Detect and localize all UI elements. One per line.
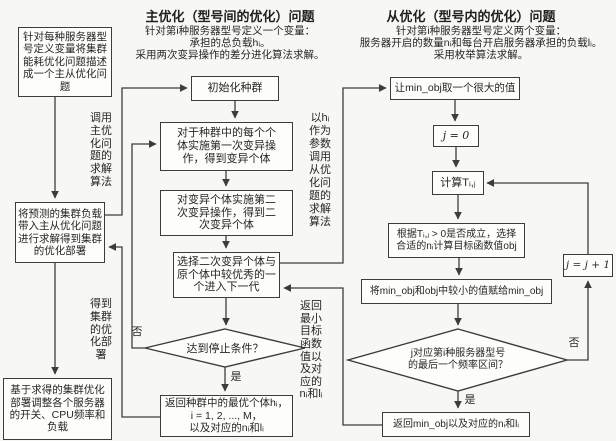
slave-opt-title: 从优化（型号内的优化）问题 (386, 9, 556, 24)
arrow-call-slave-solver (280, 84, 387, 264)
label-no-slave: 否 (568, 337, 580, 349)
box-return-best-individuals: 返回种群中的最优个体hᵢ， i = 1, 2, ..., M， 以及对应的nᵢ和… (160, 395, 293, 437)
box-compute-objective: 根据Tᵢ,ⱼ > 0是否成立，选择 合适的nᵢ计算目标函数值obj (388, 223, 525, 258)
arrow-stop-no-loop (131, 140, 157, 349)
box-compute-t: 计算Tᵢ,ⱼ (432, 171, 484, 195)
arrow-increment-to-compute (486, 179, 589, 254)
box-second-mutation: 对变异个体实施第二 次变异操作，得到二 次变异个体 (160, 190, 293, 236)
diamond-last-interval-text: j对应第i种服务器型号 的最后一个频率区间？ (408, 347, 508, 372)
box-define-variables: 针对每种服务器型 号定义变量将集群 能耗优化问题描述 成一个主从优化问 题 (18, 27, 112, 97)
box-solve-deployment: 将预测的集群负载 带入主从优化问题 进行求解得到集群 的优化部署 (15, 202, 105, 263)
box-init-population: 初始化种群 (191, 76, 279, 101)
box-increment-j: j = j + 1 (563, 254, 613, 277)
diamond-stop-condition-text: 达到停止条件？ (186, 343, 264, 355)
main-opt-description: 针对第i种服务器型号定义一个变量： 承担的总负载hᵢ。 采用两次变异操作的差分进… (135, 25, 325, 62)
label-yes-slave: 是 (464, 394, 476, 406)
main-opt-title: 主优化（型号间的优化）问题 (145, 9, 315, 24)
box-selection-next-generation: 选择二次变异个体与 原个体中较优秀的一 个进入下一代 (173, 252, 280, 298)
arrow-last-no-to-increment (567, 280, 592, 361)
last-interval-diamond (345, 328, 570, 392)
slave-opt-description: 针对第i种服务器型号定义两个变量： 服务器开启的数量nᵢ和每台开启服务器承担的负… (359, 25, 603, 62)
arrow-return-deployment (108, 243, 160, 418)
box-first-mutation: 对于种群中的每个个 体实施第一次变异操 作，得到变异个体 (160, 122, 293, 171)
box-return-min-obj: 返回min_obj以及对应的nᵢ和lᵢ (382, 412, 530, 437)
box-j-zero: j = 0 (433, 125, 479, 147)
arrow-return-min-objective (283, 284, 382, 426)
label-yes-main: 是 (230, 371, 242, 383)
box-adjust-servers: 基于求得的集群优化 部署调整各个服务器 的开关、CPU频率和 负载 (3, 378, 112, 440)
box-assign-min-obj: 将min_obj和obj中较小的值赋给min_obj (361, 279, 552, 304)
label-get-deployment: 得到 集群 的优 化部 署 (90, 298, 112, 361)
stop-condition-diamond (144, 328, 306, 368)
label-call-main-solver: 调用 主优 化问 题的 求解 算法 (90, 112, 112, 188)
box-init-min-obj: 让min_obj取一个很大的值 (390, 77, 520, 100)
label-call-slave-solver: 以hᵢ 作为 参数 调用 从优 化问 题的 求解 算法 (309, 112, 331, 228)
label-no-main: 否 (131, 326, 143, 338)
arrow-call-main-solver (105, 84, 188, 216)
label-return-min-objective: 返回 最小 目标 函数 值以 及对 应的 nᵢ和lᵢ (299, 300, 323, 401)
